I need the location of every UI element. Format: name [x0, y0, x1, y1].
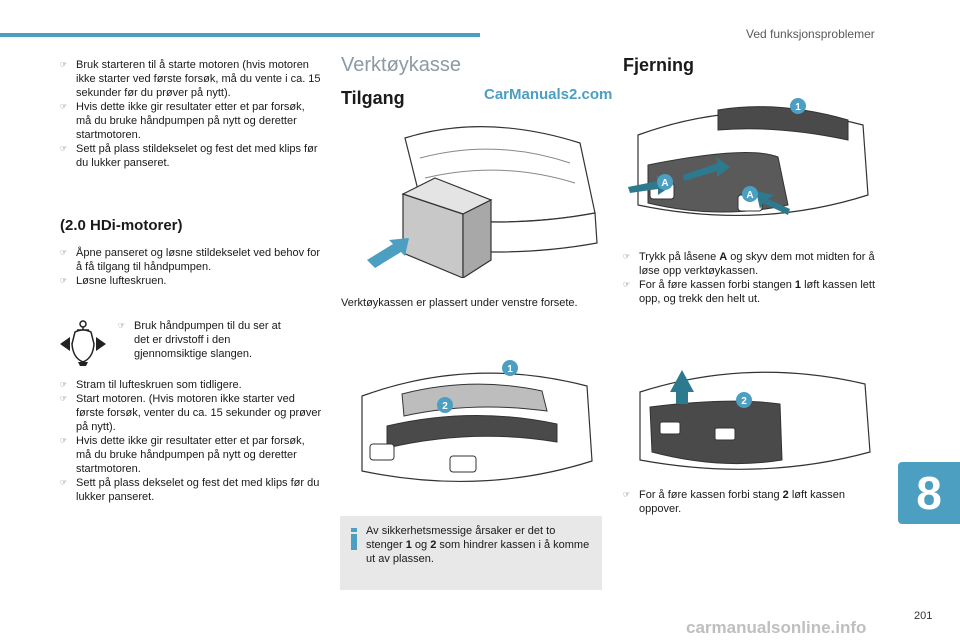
section-subheading: (2.0 HDi-motorer) [60, 217, 183, 234]
hand-pump-icon [60, 320, 106, 366]
lift-step: ☞For å føre kassen forbi stang 2 løft ka… [623, 488, 885, 516]
bullet-item: ☞Løsne lufteskruen. [60, 275, 167, 287]
bullet-item: ☞Stram til lufteskruen som tidligere. [60, 379, 242, 391]
section-subtitle: Tilgang [341, 88, 405, 108]
footer-watermark: carmanualsonline.info [686, 618, 867, 637]
chapter-header-title: Ved funksjonsproblemer [746, 27, 875, 41]
bullet-item: ☞Hvis dette ikke gir resultater etter et… [60, 435, 305, 475]
bullet-item: ☞For å føre kassen forbi stang 2 løft ka… [623, 489, 846, 515]
header-accent-bar [0, 33, 480, 37]
label-2: 2 [741, 396, 747, 407]
label-2: 2 [442, 401, 448, 412]
info-text: Av sikkerhetsmessige årsaker er det to s… [366, 525, 590, 565]
bullet-marker-icon: ☞ [60, 276, 68, 285]
page-number: 201 [914, 610, 933, 622]
bullet-marker-icon: ☞ [60, 380, 68, 389]
bullet-item: ☞For å føre kassen forbi stangen 1 løft … [623, 279, 876, 305]
bullet-marker-icon: ☞ [118, 321, 126, 330]
label-1: 1 [507, 364, 513, 375]
section-title: Verktøykasse [341, 54, 462, 76]
bullet-marker-icon: ☞ [623, 280, 631, 289]
label-a-left: A [661, 178, 668, 189]
column-1-mid: ☞Åpne panseret og løsne stildekselet ved… [60, 246, 322, 288]
toolbox-removal-illustration: 1 A A [628, 98, 869, 216]
bullet-marker-icon: ☞ [60, 144, 68, 153]
bullet-item: ☞Sett på plass dekselet og fest det med … [60, 477, 320, 503]
bullet-marker-icon: ☞ [623, 252, 631, 261]
info-box: Av sikkerhetsmessige årsaker er det to s… [340, 516, 602, 590]
toolbox-location-text: Verktøykassen er plassert under venstre … [341, 297, 578, 309]
toolbox-lift-illustration: 2 [639, 370, 871, 470]
label-a-right: A [746, 190, 753, 201]
bullet-item: ☞Hvis dette ikke gir resultater etter et… [60, 101, 305, 141]
bullet-marker-icon: ☞ [60, 60, 68, 69]
chapter-tab: 8 [898, 462, 960, 524]
column-1-top: ☞Bruk starteren til å starte motoren (hv… [60, 58, 322, 170]
column-1-bottom: ☞Stram til lufteskruen som tidligere. ☞S… [60, 378, 322, 504]
removal-steps: ☞Trykk på låsene A og skyv dem mot midte… [623, 250, 885, 306]
bullet-item: ☞Sett på plass stildekselet og fest det … [60, 143, 318, 169]
bullet-item: ☞Bruk håndpumpen til du ser at det er dr… [118, 320, 281, 360]
bullet-item: ☞Trykk på låsene A og skyv dem mot midte… [623, 251, 875, 277]
pump-instruction: ☞Bruk håndpumpen til du ser at det er dr… [118, 319, 293, 361]
toolbox-bars-illustration: 1 2 [361, 360, 593, 482]
bullet-item: ☞Åpne panseret og løsne stildekselet ved… [60, 247, 320, 273]
bullet-marker-icon: ☞ [623, 490, 631, 499]
bullet-marker-icon: ☞ [60, 248, 68, 257]
section-title-removal: Fjerning [623, 55, 694, 75]
bullet-marker-icon: ☞ [60, 478, 68, 487]
bullet-item: ☞Start motoren. (Hvis motoren ikke start… [60, 393, 322, 433]
bullet-marker-icon: ☞ [60, 102, 68, 111]
bullet-marker-icon: ☞ [60, 436, 68, 445]
bullet-item: ☞Bruk starteren til å starte motoren (hv… [60, 59, 321, 99]
seat-toolbox-illustration [367, 126, 598, 278]
bullet-marker-icon: ☞ [60, 394, 68, 403]
watermark-text: CarManuals2.com [484, 86, 613, 103]
info-icon [351, 528, 357, 550]
label-1: 1 [795, 102, 801, 113]
